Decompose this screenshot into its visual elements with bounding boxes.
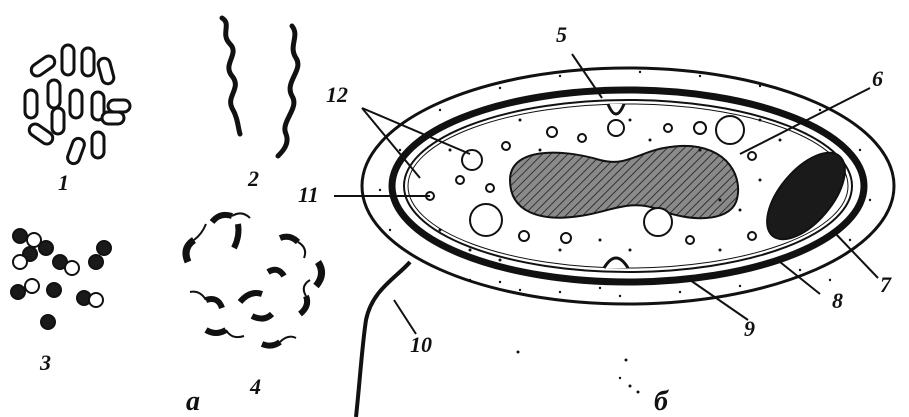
callout-10: 10 — [410, 334, 432, 356]
panel-a-letter: а — [186, 388, 200, 416]
callout-5: 5 — [556, 24, 567, 46]
callout-7: 7 — [880, 274, 891, 296]
form-4-label: 4 — [250, 376, 261, 398]
scatter-dots — [517, 351, 640, 394]
callout-6: 6 — [872, 68, 883, 90]
rods-cluster — [25, 45, 130, 165]
spirilla-pair — [222, 18, 298, 156]
panel-b-letter: б — [654, 388, 668, 416]
flagellum — [356, 262, 410, 417]
form-2-label: 2 — [248, 168, 259, 190]
callout-8: 8 — [832, 290, 843, 312]
callout-11: 11 — [298, 184, 319, 206]
form-3-label: 3 — [40, 352, 51, 374]
vibrios-cluster — [186, 213, 322, 345]
cocci-cluster — [11, 229, 111, 329]
callout-9: 9 — [744, 318, 755, 340]
callout-12: 12 — [326, 84, 348, 106]
bacterial-cell — [356, 68, 894, 417]
mesosome-top-vesicle — [608, 120, 624, 136]
form-1-label: 1 — [58, 172, 69, 194]
